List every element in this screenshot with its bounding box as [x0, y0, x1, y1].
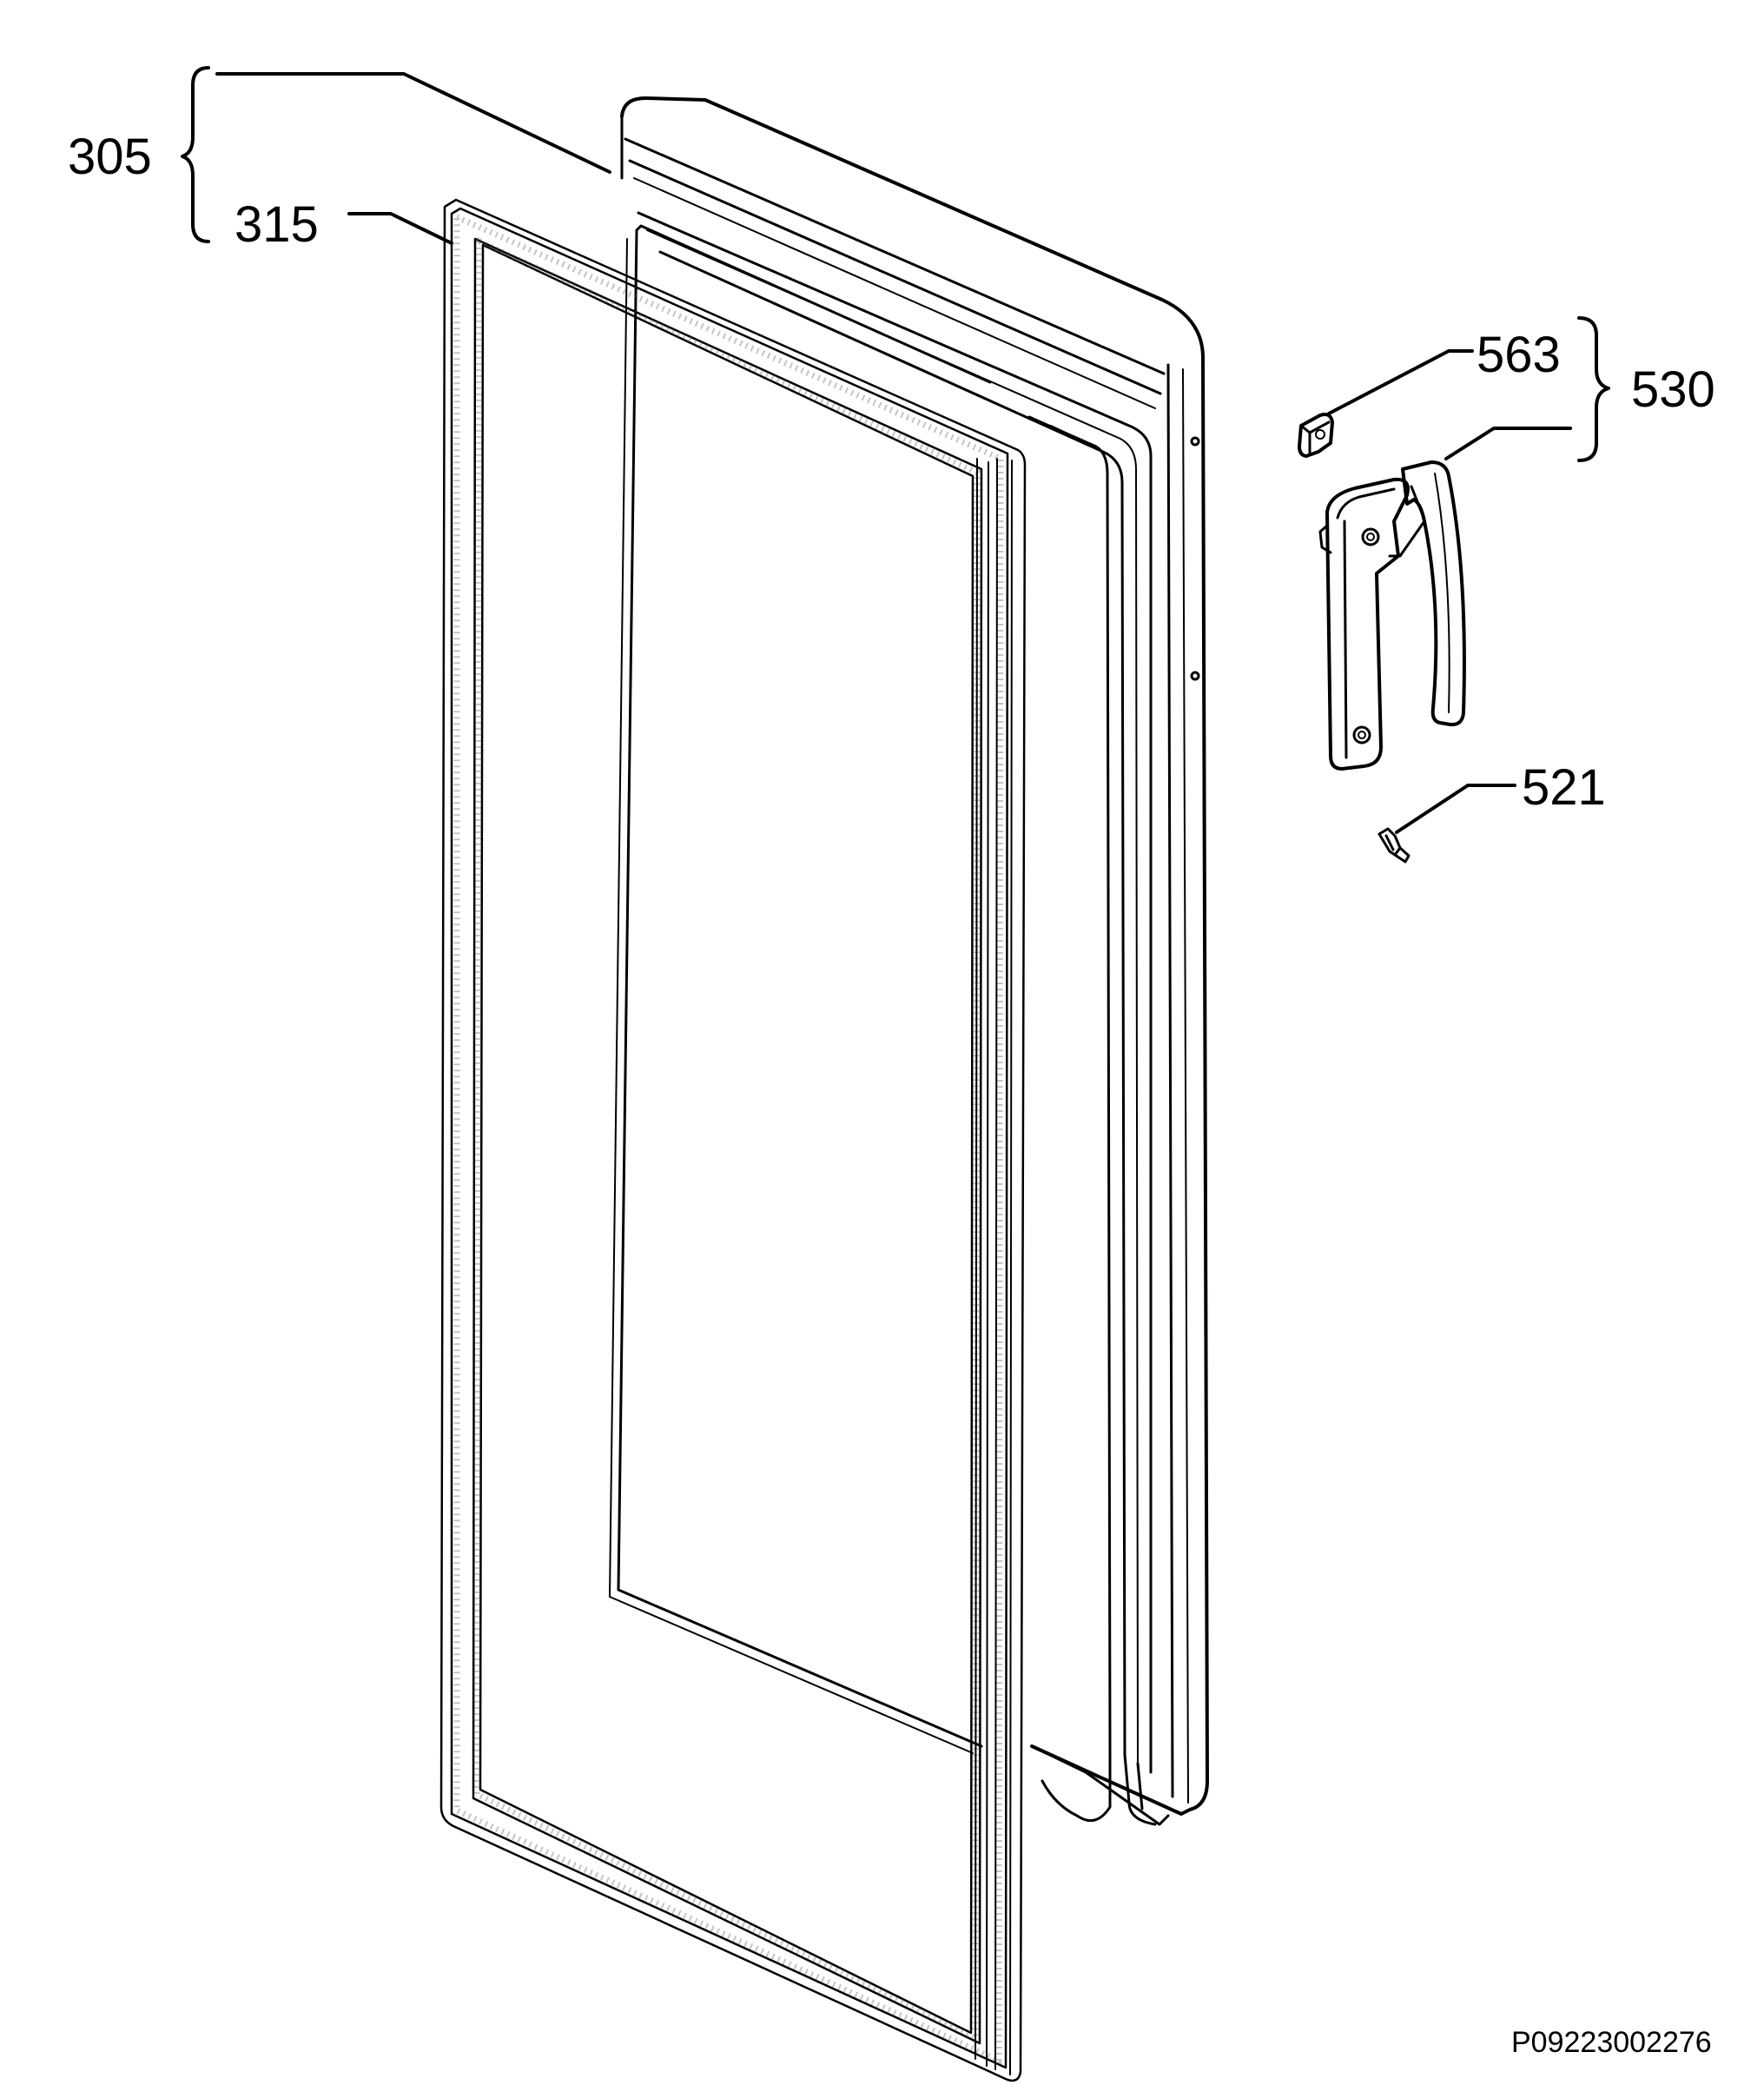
- door-gasket: [439, 198, 1027, 2082]
- callouts: [181, 66, 1610, 834]
- leader-530: [1444, 427, 1572, 460]
- leader-315: [347, 212, 453, 245]
- brace-305: [181, 66, 210, 243]
- leader-563: [1327, 349, 1474, 415]
- label-530: 530: [1631, 361, 1715, 418]
- latch-clip: [1298, 413, 1334, 458]
- label-315: 315: [235, 196, 319, 253]
- screw: [1378, 827, 1411, 864]
- door-panel: [609, 96, 1209, 1826]
- leader-521: [1395, 784, 1516, 834]
- brace-530: [1577, 316, 1610, 462]
- label-521: 521: [1522, 759, 1606, 816]
- reference-code: P09223002276: [1511, 2026, 1712, 2059]
- label-305: 305: [68, 129, 152, 185]
- label-563: 563: [1477, 327, 1561, 383]
- door-handle: [1318, 460, 1466, 771]
- leader-305: [215, 72, 611, 174]
